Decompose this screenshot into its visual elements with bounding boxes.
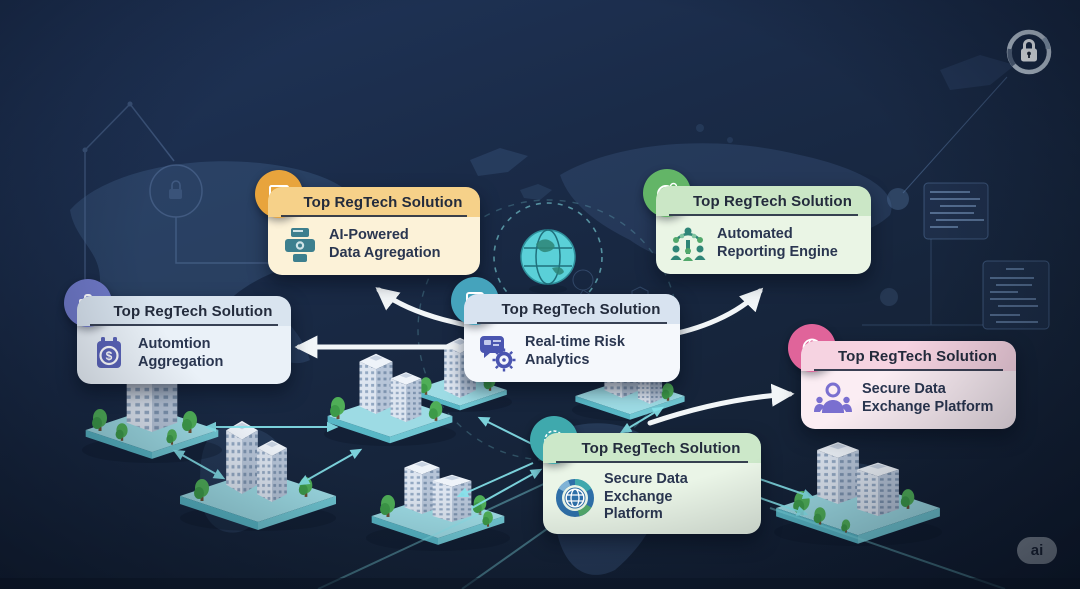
printer-icon	[280, 225, 320, 265]
user-group-icon	[813, 379, 853, 419]
card-secure-data-exchange-2: Top RegTech Solution Secure Data Exchang…	[530, 416, 761, 535]
card-header: Top RegTech Solution	[801, 341, 1016, 371]
card-header: Top RegTech Solution	[464, 294, 680, 324]
calendar-dollar-icon: $	[89, 334, 129, 374]
dollar-glyph: $	[106, 349, 113, 363]
card-header: Top RegTech Solution	[543, 433, 761, 463]
chat-gear-icon	[476, 332, 516, 372]
padlock-icon	[1006, 29, 1052, 75]
team-network-icon	[668, 224, 708, 264]
ai-watermark: ai	[1017, 537, 1057, 564]
card-header: Top RegTech Solution	[268, 187, 480, 217]
card-header: Top RegTech Solution	[656, 186, 871, 216]
globe-ring-icon	[555, 478, 595, 518]
code-panel	[862, 76, 1050, 330]
security-emblem	[1004, 27, 1054, 77]
ai-watermark-label: ai	[1030, 542, 1044, 559]
card-header: Top RegTech Solution	[77, 296, 291, 326]
